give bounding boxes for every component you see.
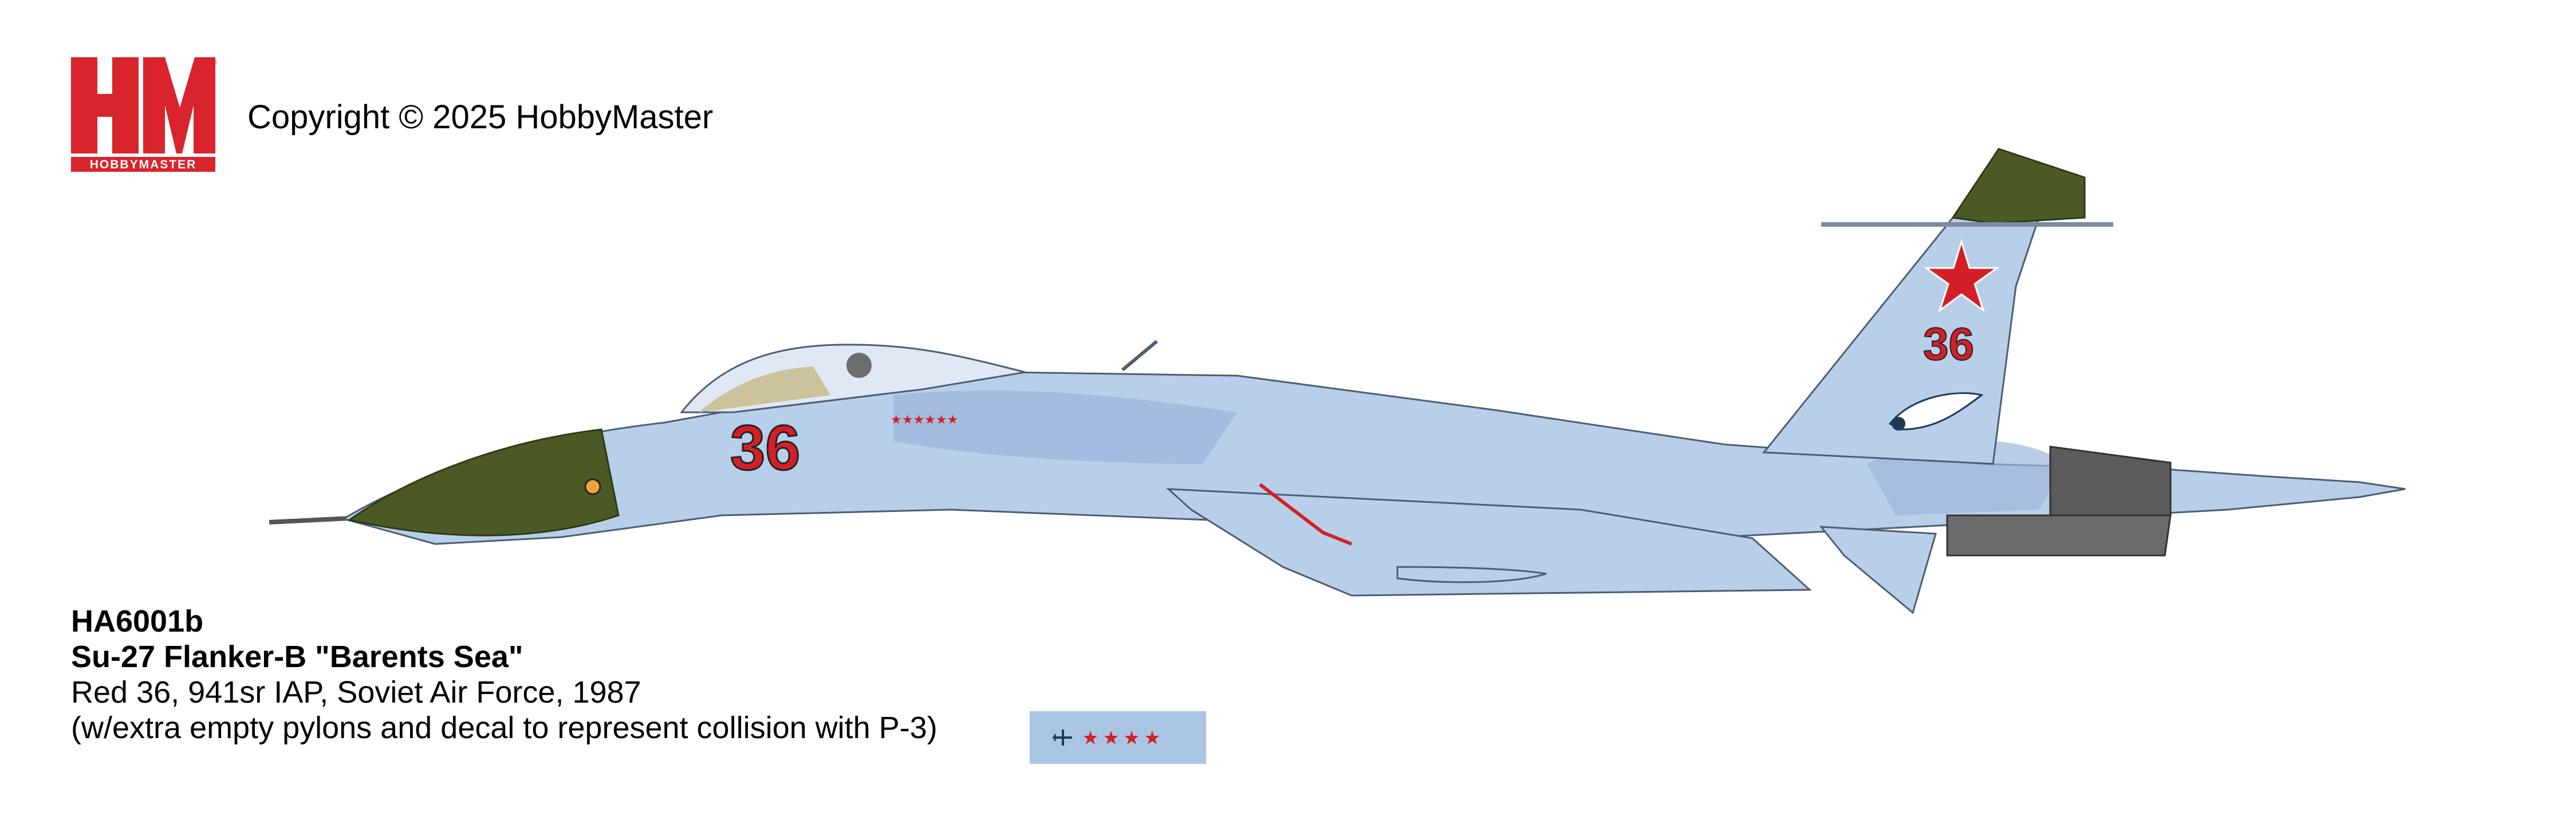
product-note: (w/extra empty pylons and decal to repre…: [71, 711, 938, 745]
plane-icon: [1053, 730, 1072, 746]
registered-mark: ®: [211, 58, 217, 67]
star-icon: [1125, 731, 1139, 744]
radome: [347, 428, 620, 537]
logo-wordmark: HOBBYMASTER: [90, 158, 197, 171]
collision-decal: [1030, 711, 1206, 764]
product-code: HA6001b: [71, 604, 204, 638]
star-icon: [1104, 731, 1118, 744]
product-unit: Red 36, 941sr IAP, Soviet Air Force, 198…: [71, 675, 641, 709]
tail-number: 36: [1923, 318, 1974, 369]
hobbymaster-logo: HOBBYMASTER ®: [71, 57, 217, 172]
intake: [1165, 488, 1812, 597]
bird-emblem-icon: [1888, 392, 1984, 431]
aircraft-profile: 36 ★★★★★★ 36: [269, 148, 2406, 614]
red-star-icon: [1923, 238, 2000, 313]
nose-kill-stars: ★★★★★★: [891, 413, 958, 427]
star-icon: [1084, 731, 1097, 744]
star-icon: [1145, 731, 1159, 744]
engine-nozzle: [2049, 446, 2172, 527]
product-name: Su-27 Flanker-B "Barents Sea": [71, 640, 523, 674]
nose-number: 36: [730, 413, 800, 483]
product-info: HA6001b Su-27 Flanker-B "Barents Sea" Re…: [71, 604, 938, 746]
copyright-text: Copyright © 2025 HobbyMaster: [247, 98, 714, 136]
radiation-icon: [584, 478, 601, 495]
